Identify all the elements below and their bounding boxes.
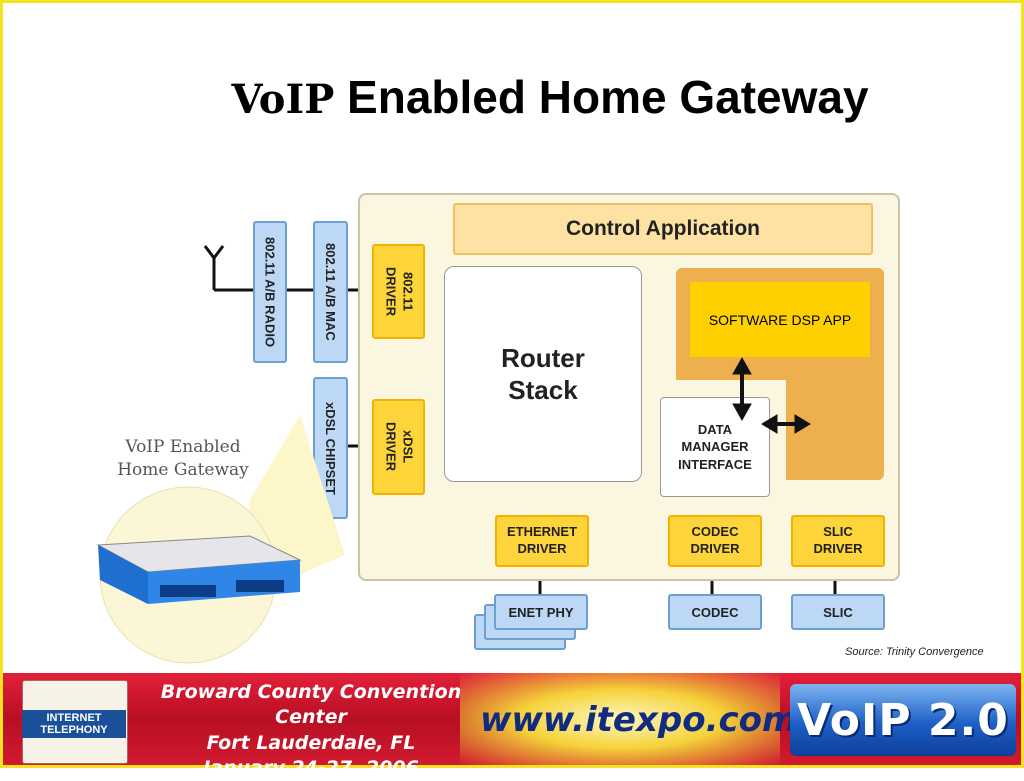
wifi-driver-box: 802.11 DRIVER bbox=[372, 244, 425, 339]
title-rest: Enabled Home Gateway bbox=[334, 71, 869, 123]
router-stack-box: Router Stack bbox=[444, 266, 642, 482]
gateway-device-icon bbox=[96, 535, 302, 604]
ethernet-driver-box: ETHERNET DRIVER bbox=[495, 515, 589, 567]
horizontal-double-arrow-icon bbox=[761, 414, 811, 434]
data-manager-interface-box: DATA MANAGER INTERFACE bbox=[660, 397, 770, 497]
wifi-mac-box: 802.11 A/B MAC bbox=[313, 221, 348, 363]
slic-box: SLIC bbox=[791, 594, 885, 630]
codec-driver-box: CODEC DRIVER bbox=[668, 515, 762, 567]
enet-phy-box: ENET PHY bbox=[494, 594, 588, 630]
venue-text: Broward County Convention Center Fort La… bbox=[160, 681, 462, 779]
antenna-icon bbox=[203, 245, 225, 290]
codec-box: CODEC bbox=[668, 594, 762, 630]
vertical-double-arrow-icon bbox=[732, 356, 752, 422]
software-dsp-app-box: SOFTWARE DSP APP bbox=[690, 282, 870, 357]
wifi-radio-box: 802.11 A/B RADIO bbox=[253, 221, 287, 363]
title-voip: VoIP bbox=[231, 76, 335, 123]
source-caption: Source: Trinity Convergence bbox=[845, 646, 984, 658]
voip-2-logo: VoIP 2.0 bbox=[790, 684, 1016, 756]
callout-label: VoIP Enabled Home Gateway bbox=[117, 437, 249, 480]
slide-title: VoIP Enabled Home Gateway bbox=[0, 70, 1024, 124]
control-application-box: Control Application bbox=[453, 203, 873, 255]
slic-driver-box: SLIC DRIVER bbox=[791, 515, 885, 567]
banner-glow bbox=[460, 673, 780, 765]
expo-url[interactable]: www.itexpo.com bbox=[480, 700, 798, 740]
logo-text: INTERNET TELEPHONY bbox=[22, 710, 126, 738]
dsl-driver-box: xDSL DRIVER bbox=[372, 399, 425, 495]
